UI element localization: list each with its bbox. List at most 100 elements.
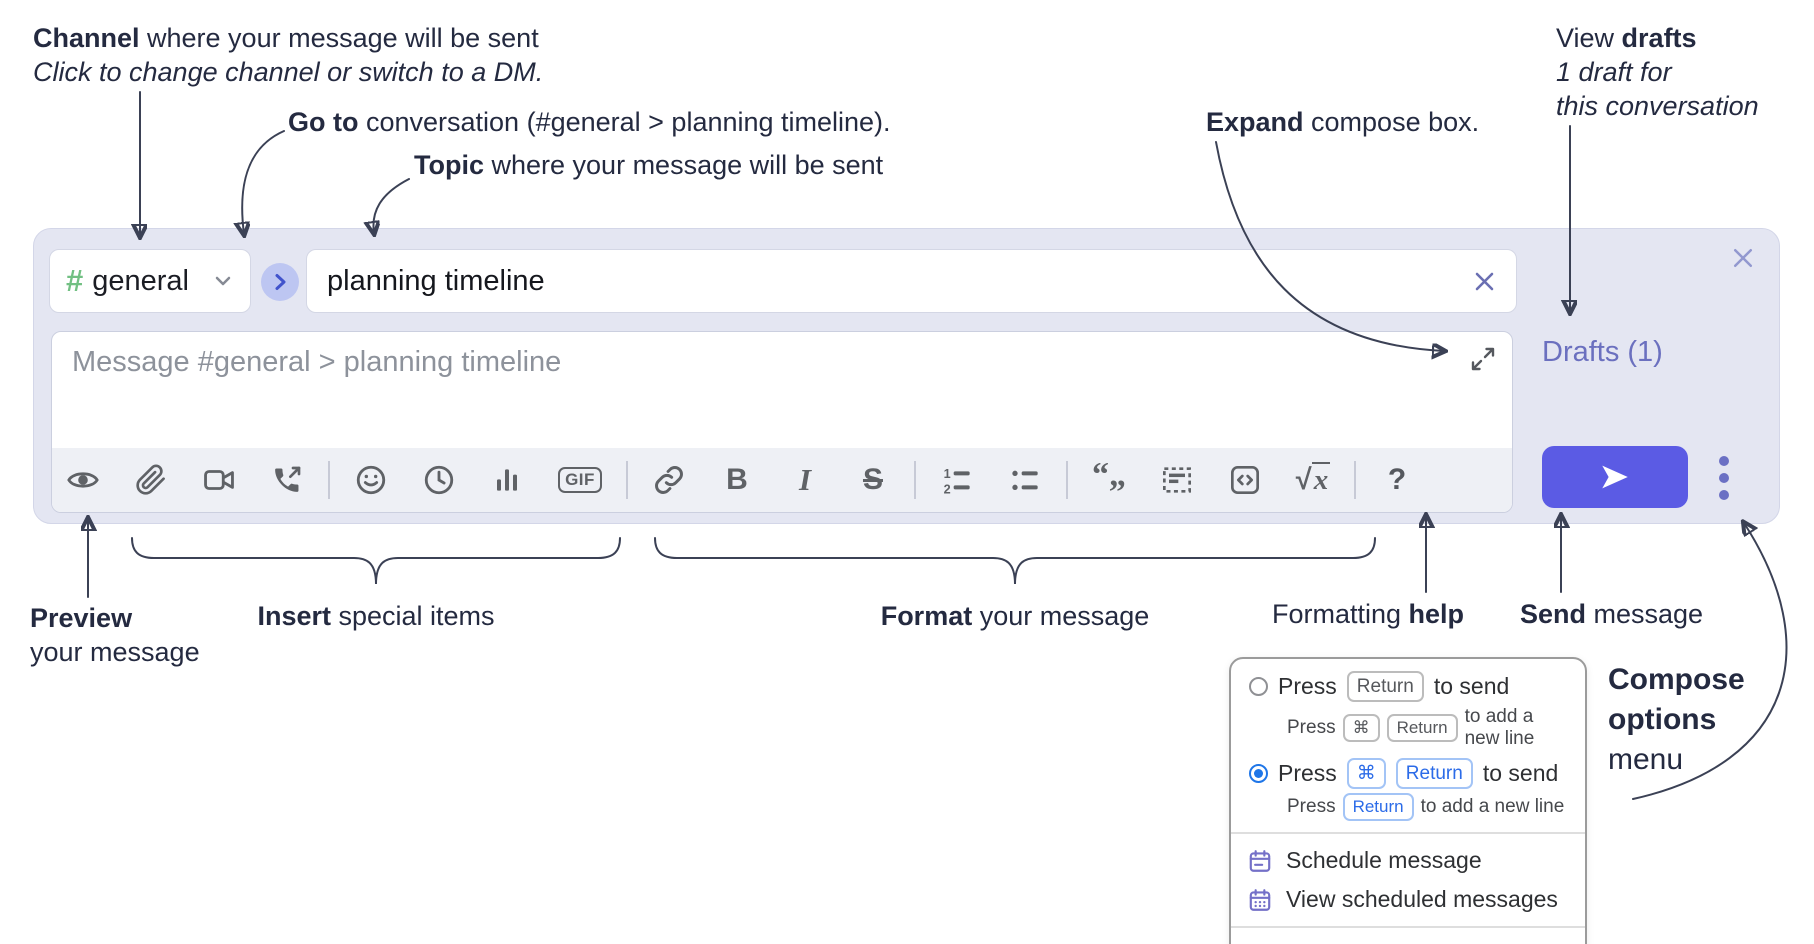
emoji-icon[interactable]: [350, 459, 392, 501]
view-scheduled-messages-item[interactable]: View scheduled messages: [1231, 880, 1585, 919]
radical-glyph: √: [1295, 463, 1312, 496]
math-var-glyph: x: [1311, 461, 1331, 496]
channel-name: general: [92, 264, 189, 297]
radio-unselected-icon[interactable]: [1249, 677, 1268, 696]
calendar-icon: [1249, 849, 1271, 872]
kebab-dot: [1719, 490, 1729, 500]
spoiler-icon[interactable]: [1156, 459, 1198, 501]
drafts-annotation-line2: 1 draft for: [1556, 57, 1672, 87]
expand-icon: [1471, 347, 1495, 371]
compose-options-kebab-button[interactable]: [1712, 450, 1736, 506]
topic-annotation: Topic where your message will be sent: [414, 149, 883, 181]
attach-file-icon[interactable]: [130, 459, 172, 501]
schedule-message-label: Schedule message: [1286, 847, 1482, 873]
compose-options-line3: menu: [1608, 743, 1684, 776]
channel-annotation-sub: Click to change channel or switch to a D…: [33, 57, 544, 87]
help-icon[interactable]: ?: [1376, 459, 1418, 501]
strikethrough-icon[interactable]: S: [852, 459, 894, 501]
close-icon: [1733, 248, 1753, 268]
drafts-annotation: View drafts: [1556, 22, 1697, 54]
send-button[interactable]: [1542, 446, 1688, 508]
expand-compose-button[interactable]: [1468, 344, 1498, 374]
voice-call-icon[interactable]: [266, 459, 308, 501]
expand-annotation-rest: compose box.: [1303, 107, 1480, 137]
preview-annotation-bold: Preview: [30, 603, 133, 633]
topic-input[interactable]: [325, 263, 1471, 299]
formatting-help-annotation: Formatting help: [1272, 598, 1464, 630]
format-annotation: Format your message: [881, 600, 1150, 632]
menu-divider: [1231, 832, 1585, 834]
topic-arrow: [373, 178, 410, 233]
channel-annotation-rest: where your message will be sent: [139, 23, 539, 53]
gif-icon[interactable]: GIF: [554, 459, 606, 501]
send-annotation-rest: message: [1586, 599, 1704, 629]
return-key-chip: Return: [1342, 793, 1414, 821]
to-send-label: to send: [1482, 760, 1559, 786]
send-annotation-bold: Send: [1520, 599, 1587, 629]
drafts-link[interactable]: Drafts (1): [1542, 336, 1663, 368]
press-label: Press: [1278, 673, 1337, 699]
channel-hash-icon: #: [66, 263, 84, 298]
chevron-right-icon: [275, 274, 286, 290]
math-icon[interactable]: √x: [1292, 459, 1334, 501]
return-key-chip: Return: [1346, 671, 1424, 702]
goto-annotation-rest: conversation (#general > planning timeli…: [358, 107, 891, 137]
channel-annotation: Channel where your message will be sent: [33, 22, 539, 54]
channel-selector[interactable]: # general: [49, 249, 251, 313]
save-draft-item[interactable]: Save draft and start a new message: [1231, 935, 1585, 944]
compose-options-line1: Compose: [1608, 663, 1745, 696]
send-plane-icon: [1602, 465, 1628, 489]
topic-annotation-rest: where your message will be sent: [484, 150, 884, 180]
svg-text:2: 2: [944, 482, 951, 496]
video-call-icon[interactable]: [198, 459, 240, 501]
go-to-conversation-button[interactable]: [261, 263, 299, 301]
to-send-label: to send: [1433, 673, 1510, 699]
chevron-down-icon: [215, 276, 231, 286]
enter-sends-option[interactable]: Press Return to send: [1231, 667, 1585, 704]
clear-topic-button[interactable]: [1471, 268, 1498, 295]
insert-annotation-rest: special items: [330, 601, 495, 631]
toolbar-divider: [1066, 461, 1068, 499]
close-icon: [1475, 272, 1494, 290]
cmd-key-chip: ⌘: [1346, 758, 1386, 789]
cmd-enter-sends-option[interactable]: Press ⌘ Return to send: [1231, 754, 1585, 791]
gif-label: GIF: [558, 467, 602, 493]
goto-arrow: [242, 130, 285, 234]
bold-icon[interactable]: B: [716, 459, 758, 501]
send-annotation: Send message: [1520, 598, 1703, 630]
link-icon[interactable]: [648, 459, 690, 501]
message-input[interactable]: [52, 332, 1512, 448]
channel-annotation-bold: Channel: [33, 23, 140, 53]
preview-annotation-rest: your message: [30, 637, 200, 667]
poll-icon[interactable]: [486, 459, 528, 501]
format-annotation-bold: Format: [880, 601, 973, 631]
kebab-dot: [1719, 456, 1729, 466]
preview-eye-icon[interactable]: [62, 459, 104, 501]
drafts-annotation-bold: drafts: [1621, 23, 1697, 53]
toolbar-divider: [328, 461, 330, 499]
insert-brace: [131, 537, 621, 585]
press-label: Press: [1278, 760, 1337, 786]
expand-annotation: Expand compose box.: [1206, 106, 1479, 138]
code-icon[interactable]: [1224, 459, 1266, 501]
time-icon[interactable]: [418, 459, 460, 501]
goto-annotation-bold: Go to: [288, 107, 359, 137]
press-label: Press: [1287, 796, 1336, 817]
italic-icon[interactable]: I: [784, 459, 826, 501]
toolbar-divider: [626, 461, 628, 499]
new-line-label: to add a new line: [1420, 796, 1565, 817]
press-label: Press: [1287, 717, 1336, 738]
compose-options-annotation: Compose options menu: [1608, 660, 1745, 780]
schedule-message-item[interactable]: Schedule message: [1231, 841, 1585, 880]
radio-selected-icon[interactable]: [1249, 764, 1268, 783]
close-compose-button[interactable]: [1728, 243, 1758, 273]
quote-icon[interactable]: “„: [1088, 459, 1130, 501]
goto-annotation: Go to conversation (#general > planning …: [288, 106, 891, 138]
menu-divider: [1231, 926, 1585, 928]
math-label: √x: [1295, 461, 1331, 497]
bulleted-list-icon[interactable]: [1004, 459, 1046, 501]
return-key-chip: Return: [1386, 714, 1458, 742]
bold-label: B: [726, 463, 748, 496]
